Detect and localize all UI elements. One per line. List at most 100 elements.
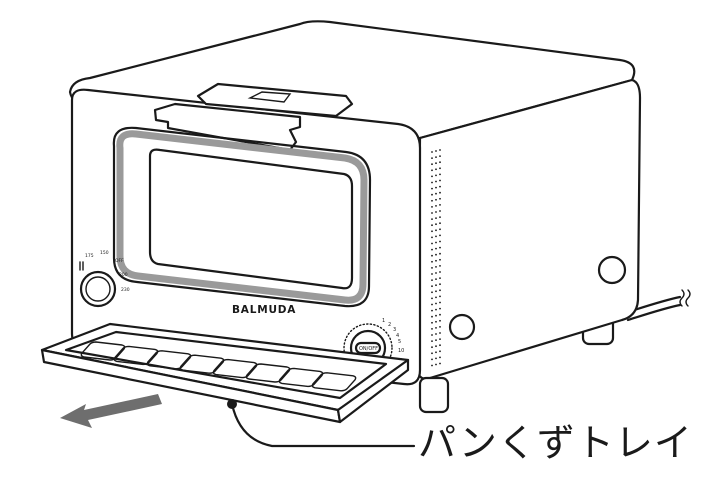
water-inlet-lid: [196, 82, 354, 118]
vent-hole: [435, 296, 437, 299]
vent-hole: [439, 210, 441, 212]
vent-hole: [439, 222, 441, 225]
vent-hole: [439, 319, 441, 322]
vent-hole: [439, 252, 441, 255]
vent-hole: [431, 242, 433, 245]
vent-hole: [435, 192, 437, 195]
vent-hole: [439, 246, 441, 249]
temp-label-230: 230: [121, 287, 130, 293]
vent-hole: [439, 283, 441, 286]
vent-hole: [435, 284, 437, 287]
door-window-glass: [148, 148, 354, 290]
vent-hole: [439, 313, 441, 316]
vent-hole: [435, 333, 437, 335]
vent-hole: [439, 271, 441, 273]
vent-hole: [431, 285, 433, 288]
vent-hole: [435, 247, 437, 250]
vent-hole: [435, 272, 437, 274]
vent-hole: [439, 161, 441, 164]
vent-hole: [435, 235, 437, 238]
vent-hole: [435, 241, 437, 244]
vent-hole: [431, 254, 433, 257]
vent-hole: [439, 301, 441, 304]
vent-hole: [435, 198, 437, 201]
pull-out-arrow-icon: [60, 394, 162, 428]
side-knob-lower: [448, 313, 476, 341]
vent-hole: [431, 267, 433, 269]
vent-hole: [439, 332, 441, 334]
door-handle: [153, 102, 302, 152]
vent-hole: [431, 303, 433, 306]
vent-hole: [431, 291, 433, 294]
temp-label-150: 150: [100, 250, 109, 256]
vent-hole: [431, 334, 433, 336]
vent-hole: [435, 357, 437, 360]
temp-label-175: 175: [85, 253, 94, 259]
vent-hole: [435, 345, 437, 348]
vent-hole: [439, 149, 441, 151]
vent-hole: [439, 295, 441, 298]
vent-hole: [431, 230, 433, 233]
vent-hole: [435, 168, 437, 171]
vent-hole: [431, 260, 433, 263]
vent-hole: [435, 150, 437, 152]
vent-hole: [435, 314, 437, 317]
vent-hole: [431, 212, 433, 214]
timer-label-10: 10: [398, 348, 404, 354]
vent-hole: [435, 174, 437, 177]
vent-hole: [435, 363, 437, 366]
crumb-tray-slot: [311, 372, 357, 392]
door-window-highlight: [116, 130, 368, 304]
vent-hole: [435, 229, 437, 232]
vent-hole: [431, 321, 433, 324]
vent-hole: [435, 351, 437, 354]
vent-hole: [439, 289, 441, 292]
vent-hole: [439, 173, 441, 176]
vent-hole: [431, 328, 433, 330]
callout-leader-line: [230, 402, 416, 448]
vent-hole: [431, 248, 433, 251]
vent-hole: [431, 199, 433, 202]
vent-hole: [435, 156, 437, 159]
vent-hole: [431, 279, 433, 281]
vent-hole: [439, 344, 441, 347]
temp-label-off: OFF: [115, 258, 124, 264]
door-window-outer: [112, 126, 372, 308]
crumb-tray-side-edge: [336, 358, 410, 424]
vent-hole: [431, 297, 433, 300]
vent-hole: [439, 362, 441, 365]
vent-hole: [431, 218, 433, 221]
timer-dial-button[interactable]: [354, 341, 382, 355]
vent-hole: [431, 193, 433, 196]
vent-hole: [431, 169, 433, 172]
vent-hole: [439, 179, 441, 182]
vent-hole: [435, 186, 437, 189]
vent-hole: [435, 290, 437, 293]
vent-grille: [431, 149, 441, 367]
vent-hole: [439, 197, 441, 200]
crumb-tray-callout-label: パンくずトレイ: [418, 421, 693, 465]
vent-hole: [431, 364, 433, 367]
vent-hole: [431, 181, 433, 184]
temperature-scale: 175 150 OFF 200 230: [79, 250, 130, 293]
vent-hole: [431, 175, 433, 178]
temp-mode-icon: [79, 261, 84, 271]
vent-hole: [439, 228, 441, 231]
vent-hole: [431, 163, 433, 166]
vent-hole: [435, 253, 437, 256]
vent-hole: [435, 180, 437, 183]
vent-hole: [435, 278, 437, 280]
vent-hole: [435, 259, 437, 262]
timer-label-4: 4: [396, 333, 399, 339]
vent-hole: [439, 338, 441, 340]
water-inlet-lid-emboss: [247, 91, 292, 103]
timer-label-1: 1: [382, 318, 385, 324]
vent-hole: [435, 217, 437, 220]
timer-label-2: 2: [388, 322, 391, 328]
crumb-tray[interactable]: [40, 322, 410, 424]
vent-hole: [431, 340, 433, 342]
vent-hole: [439, 265, 441, 267]
vent-hole: [431, 157, 433, 160]
